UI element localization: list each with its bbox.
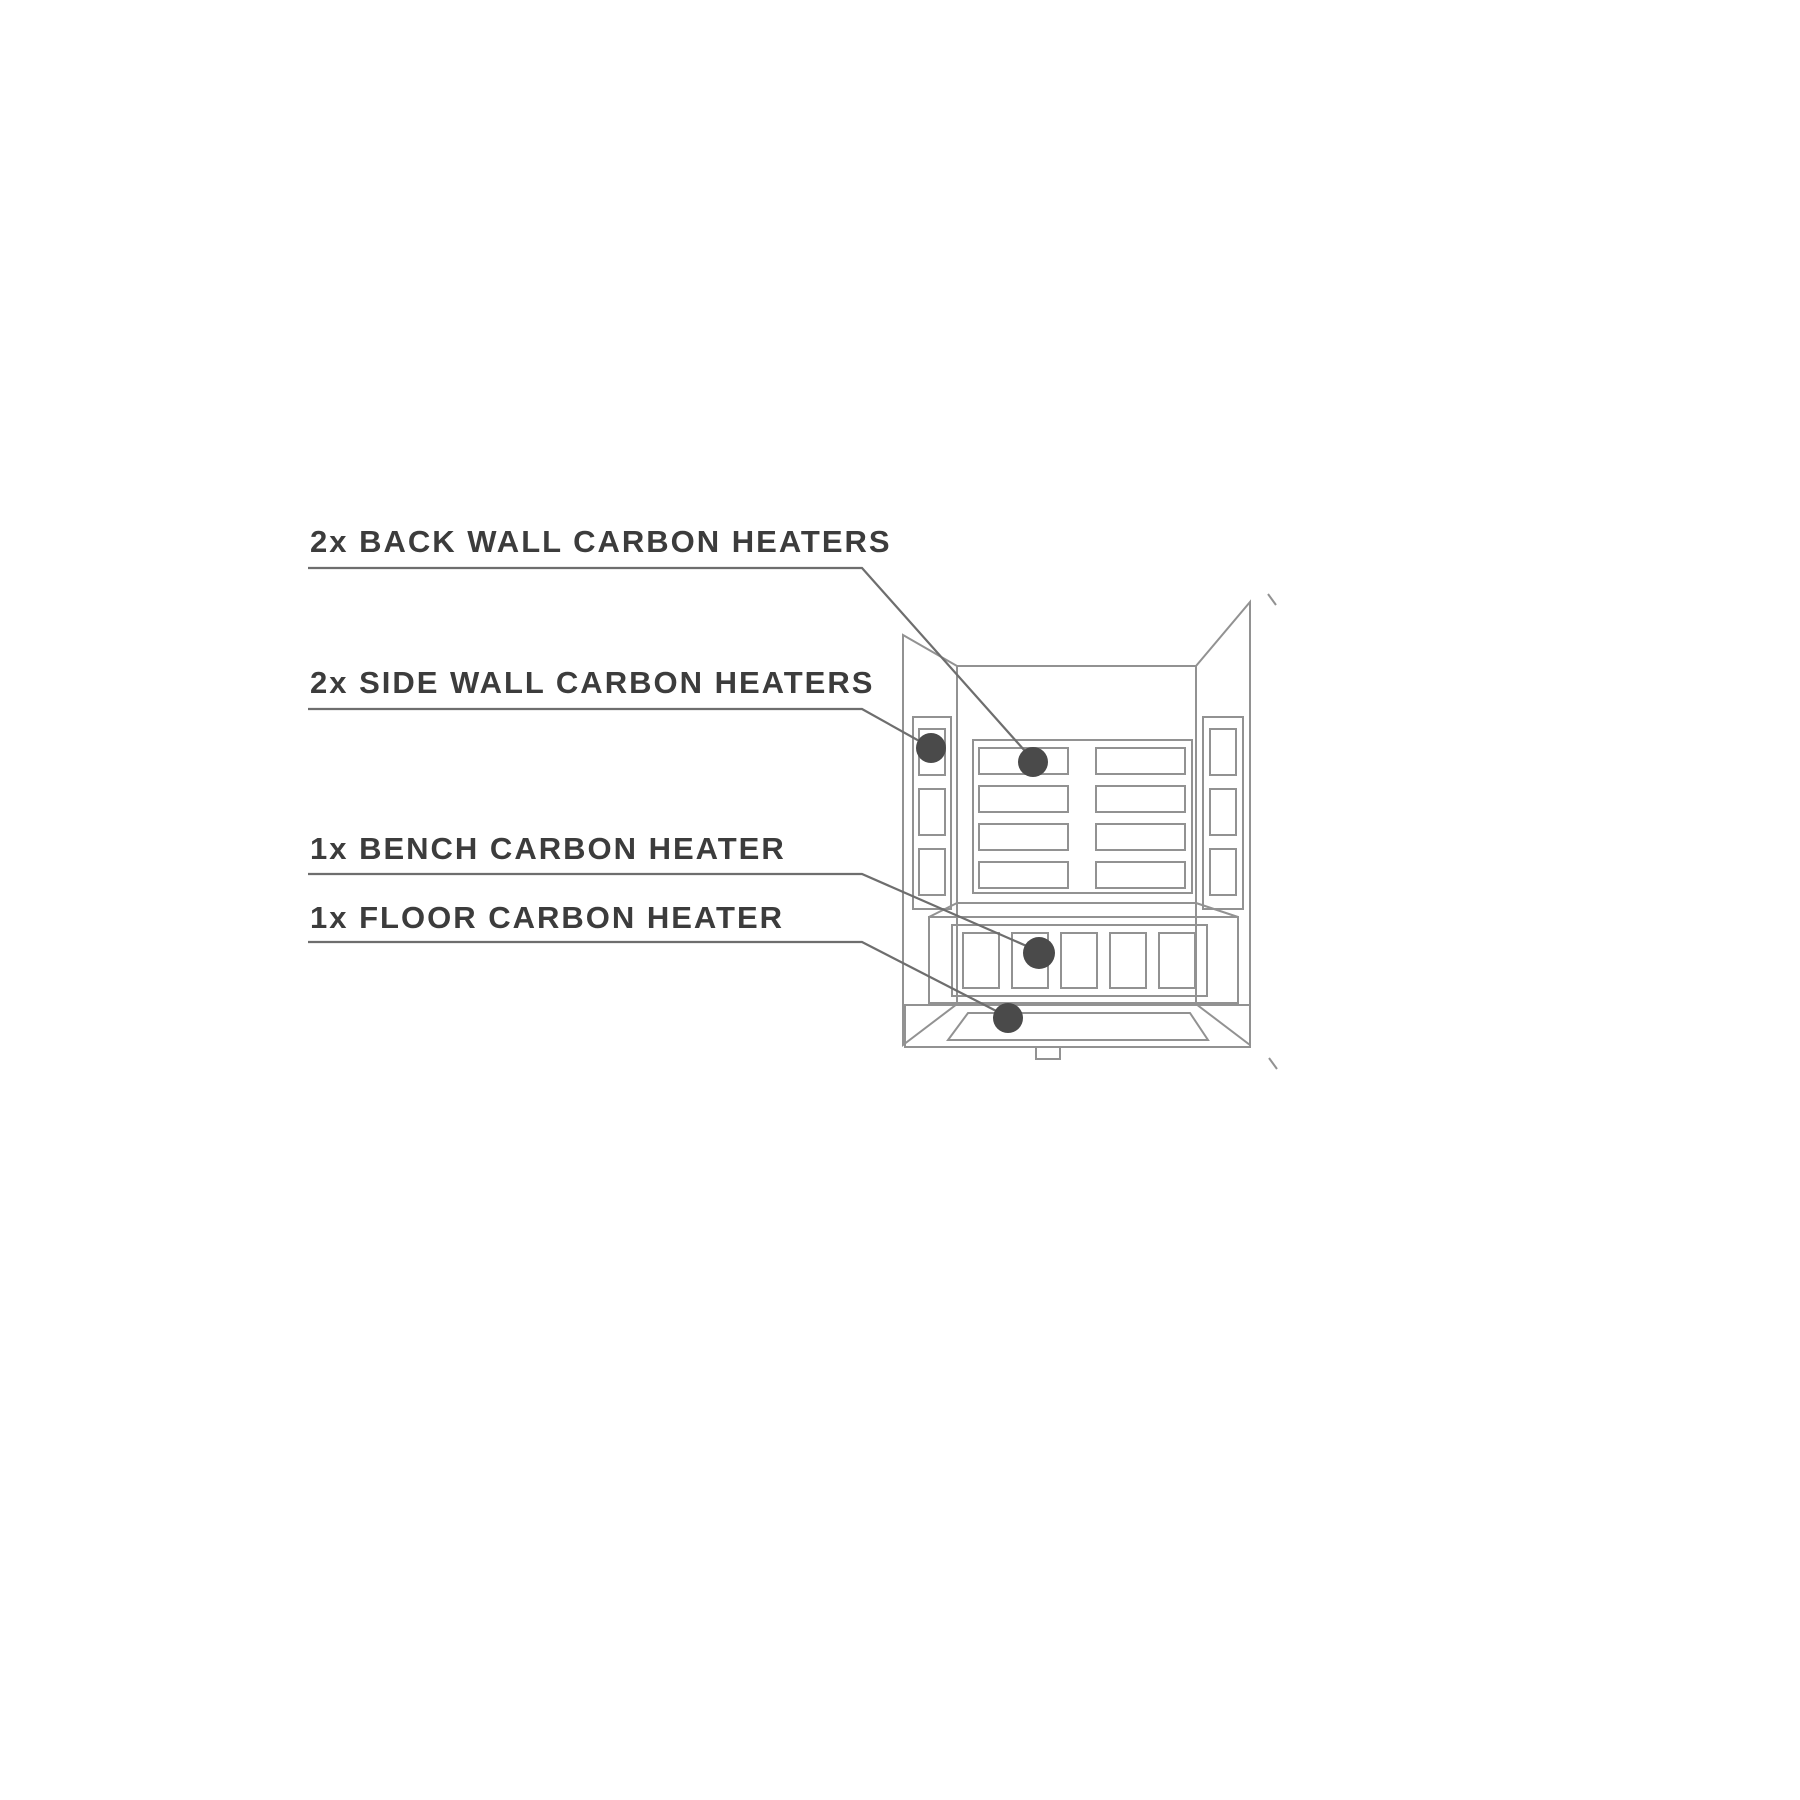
labels: 2x BACK WALL CARBON HEATERS 2x SIDE WALL… [310,524,892,935]
side-heater-window [1209,728,1237,776]
bench-top-edges [928,902,1239,918]
back-heater-slat [978,785,1069,813]
back-wall-heater-panel [972,739,1193,894]
bench-heater-panel [951,924,1208,997]
label-side-wall-heaters: 2x SIDE WALL CARBON HEATERS [310,665,874,700]
right-side-heater-panel [1202,716,1244,910]
back-heater-slat [1095,785,1186,813]
bench-heater-dot [1023,937,1055,969]
label-floor-heater: 1x FLOOR CARBON HEATER [310,900,784,935]
callout-dots [916,733,1055,1033]
side-heater-window [1209,788,1237,836]
bench-heater-slat [1158,932,1196,989]
back-heater-slat [1095,823,1186,851]
leader-lines [308,566,1039,1017]
leader-line-back-wall [308,566,1034,761]
back-heater-slat [1095,747,1186,775]
label-bench-heater: 1x BENCH CARBON HEATER [310,831,786,866]
bench-heater-slat [1060,932,1098,989]
tick-mark [1268,1057,1278,1070]
floor-base [904,1004,1251,1048]
tick-mark [1267,593,1277,606]
floor-heater-dot [993,1003,1023,1033]
sauna-drawing [902,593,1278,1070]
leader-line-floor [308,940,1007,1017]
back-heater-slat [1095,861,1186,889]
side-heater-window [918,848,946,896]
back-wall-heater-dot [1018,747,1048,777]
leader-line-bench [308,872,1039,953]
back-heater-slat [978,861,1069,889]
floor-foot [1035,1046,1061,1060]
back-heater-slat [978,823,1069,851]
side-heater-window [918,788,946,836]
side-wall-heater-dot [916,733,946,763]
floor-heater-panel [946,1012,1210,1041]
leader-line-side-wall [308,707,931,748]
bench-front [928,916,1239,1004]
side-heater-window [1209,848,1237,896]
bench-heater-slat [1109,932,1147,989]
left-side-heater-panel [912,716,952,910]
back-wall [956,665,1197,904]
label-back-wall-heaters: 2x BACK WALL CARBON HEATERS [310,524,892,559]
bench-heater-slat [962,932,1000,989]
right-side-wall [1195,599,1251,1048]
